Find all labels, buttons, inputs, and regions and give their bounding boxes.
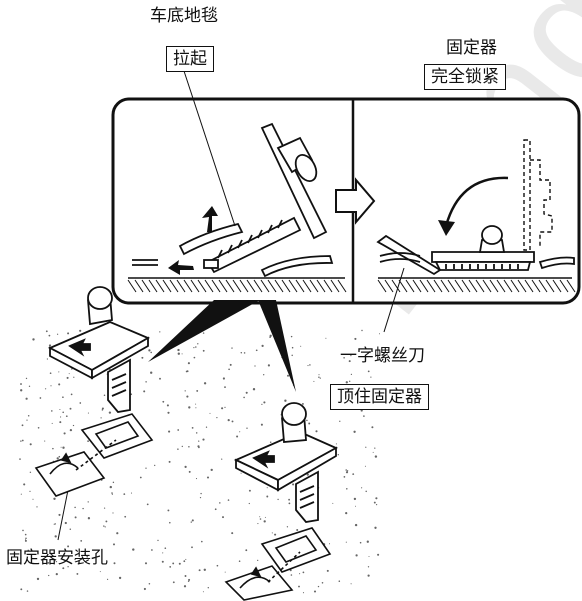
rotate-arrowhead: [438, 220, 455, 236]
leader-carpet: [182, 67, 236, 227]
rotate-arrow: [444, 176, 509, 227]
mount-hole-left: [34, 413, 154, 497]
left-floor-hatch: [127, 277, 347, 293]
mount-hole-right: [224, 527, 332, 601]
pull-up-label: 拉起: [166, 46, 214, 72]
fastener-locked: [431, 225, 575, 271]
mount-hole-label: 固定器安装孔: [6, 548, 108, 568]
hold-fastener-label: 顶住固定器: [330, 384, 429, 410]
carpet-left: [132, 222, 334, 278]
fastener-lower-right: [233, 402, 339, 523]
pull-left-arrow: [168, 260, 194, 275]
leader-hole: [57, 489, 69, 541]
fully-locked-label: 完全锁紧: [424, 64, 506, 90]
leader-screwdriver: [383, 267, 405, 333]
fastener-label: 固定器: [446, 38, 497, 58]
right-floor-hatch: [377, 277, 576, 293]
callout-wedge-right: [258, 300, 296, 392]
pull-up-arrow: [202, 206, 218, 232]
fastener-dashed: [523, 139, 553, 251]
fastener-tilted: [203, 122, 328, 274]
fastener-lower-left: [47, 286, 151, 413]
screwdriver-label: 一字螺丝刀: [340, 346, 425, 366]
callout-wedge-left: [148, 300, 260, 362]
next-step-arrow: [335, 177, 376, 225]
carpet-label: 车底地毯: [150, 6, 218, 26]
floor-speckles: [19, 329, 381, 594]
screwdriver: [376, 234, 442, 276]
